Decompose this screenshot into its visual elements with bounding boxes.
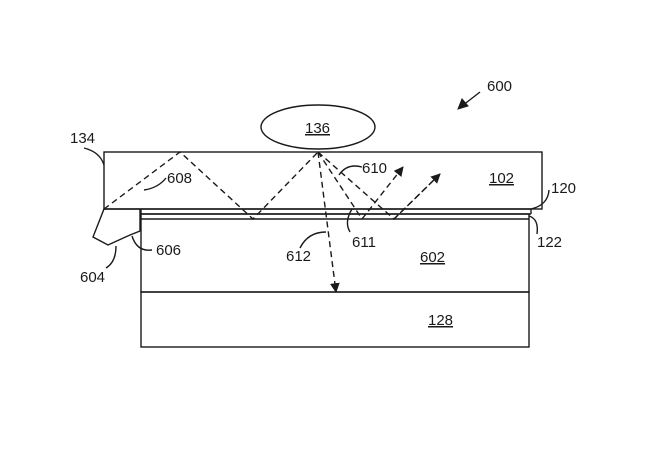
mid-block-602 <box>140 213 530 293</box>
leader-608 <box>143 177 167 191</box>
leader-122 <box>528 215 539 235</box>
base-block-128 <box>140 291 530 348</box>
light-ray-612 <box>317 151 340 293</box>
pointer-600-head <box>457 98 469 110</box>
leader-611 <box>346 208 353 233</box>
leader-606 <box>131 235 153 251</box>
label-610: 610 <box>362 160 387 177</box>
label-128: 128 <box>428 312 453 329</box>
light-path-608 <box>103 151 319 220</box>
light-ray-610b <box>361 166 404 220</box>
label-120: 120 <box>551 180 576 197</box>
leader-612 <box>299 231 327 249</box>
leader-134 <box>83 147 105 166</box>
label-134: 134 <box>70 130 95 147</box>
leader-604 <box>105 245 117 269</box>
light-ray-610 <box>317 151 363 220</box>
label-602: 602 <box>420 249 445 266</box>
label-600: 600 <box>487 78 512 95</box>
camera-604 <box>92 208 141 246</box>
leader-610 <box>338 165 363 176</box>
label-136: 136 <box>305 120 330 137</box>
light-ray-upper-arrow <box>393 173 441 220</box>
object-136 <box>260 104 376 150</box>
leader-120 <box>530 189 550 210</box>
label-612: 612 <box>286 248 311 265</box>
label-122: 122 <box>537 234 562 251</box>
label-604: 604 <box>80 269 105 286</box>
cover-102 <box>103 151 543 210</box>
label-102: 102 <box>489 170 514 187</box>
label-608: 608 <box>167 170 192 187</box>
label-611: 611 <box>352 234 376 251</box>
label-606: 606 <box>156 242 181 259</box>
